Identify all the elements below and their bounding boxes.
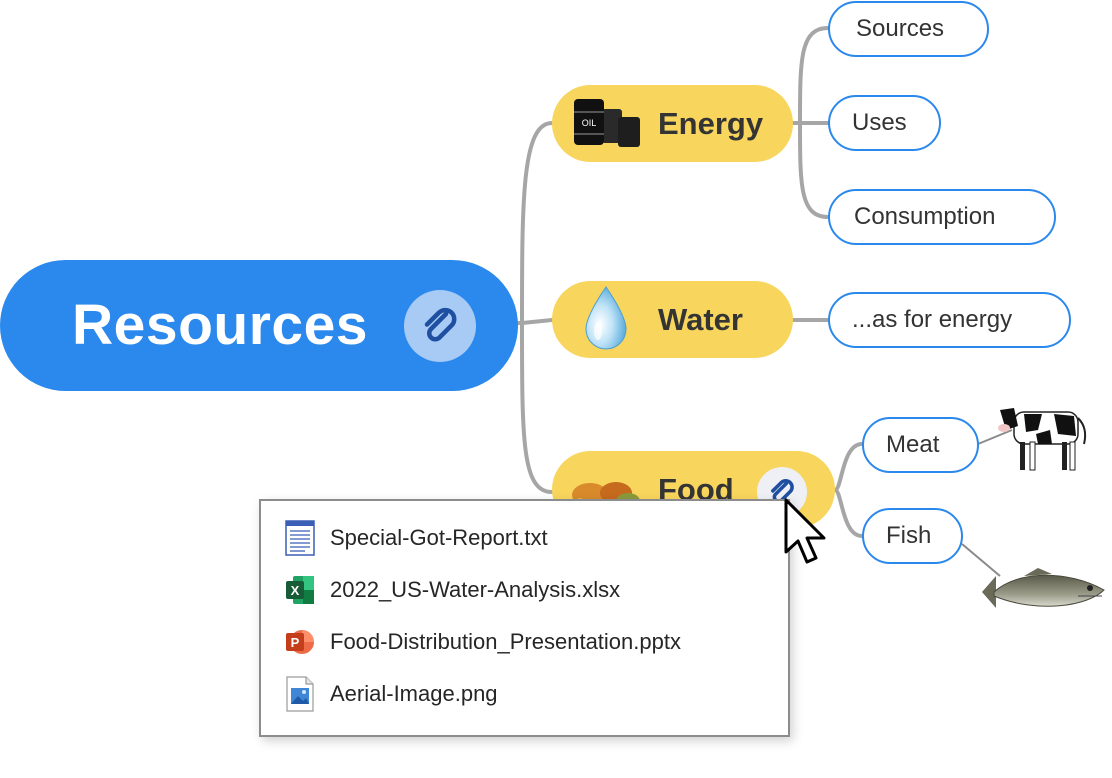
svg-text:X: X xyxy=(291,583,300,598)
attachment-item[interactable]: P Food-Distribution_Presentation.pptx xyxy=(261,616,788,668)
topic-water-label: Water xyxy=(658,302,743,337)
subtopic-label: ...as for energy xyxy=(852,306,1013,333)
attachment-item[interactable]: X 2022_US-Water-Analysis.xlsx xyxy=(261,564,788,616)
subtopic-as-for-energy[interactable]: ...as for energy xyxy=(828,292,1071,348)
subtopic-label: Uses xyxy=(852,109,907,136)
attachment-filename: Food-Distribution_Presentation.pptx xyxy=(330,629,681,654)
attachment-item[interactable]: Aerial-Image.png xyxy=(261,668,788,720)
subtopic-meat[interactable]: Meat xyxy=(862,417,979,473)
subtopic-uses[interactable]: Uses xyxy=(828,95,941,151)
root-topic-label: Resources xyxy=(72,293,368,357)
subtopic-label: Consumption xyxy=(854,203,996,230)
topic-water[interactable]: Water xyxy=(552,281,793,358)
attachment-item[interactable]: Special-Got-Report.txt xyxy=(261,512,788,564)
cow-image xyxy=(998,408,1087,471)
subtopic-sources[interactable]: Sources xyxy=(828,1,989,57)
subtopic-label: Sources xyxy=(856,15,945,42)
subtopic-fish[interactable]: Fish xyxy=(862,508,963,564)
attachments-popup: Special-Got-Report.txt X 2022_US-Water-A… xyxy=(259,499,790,737)
mouse-cursor-icon xyxy=(784,498,826,564)
attachment-filename: Special-Got-Report.txt xyxy=(330,525,548,550)
water-drop-icon xyxy=(585,286,627,350)
fish-image xyxy=(982,568,1105,608)
attachment-filename: 2022_US-Water-Analysis.xlsx xyxy=(330,577,621,602)
svg-text:OIL: OIL xyxy=(582,118,597,128)
subtopic-label: Meat xyxy=(886,431,940,458)
topic-energy-label: Energy xyxy=(658,106,764,141)
subtopic-label: Fish xyxy=(886,522,932,549)
text-document-icon xyxy=(285,520,315,556)
powerpoint-icon: P xyxy=(286,630,314,654)
oil-barrels-icon: OIL xyxy=(574,99,640,147)
root-topic-resources[interactable]: Resources xyxy=(0,260,518,391)
paperclip-icon[interactable] xyxy=(404,290,476,362)
subtopic-consumption[interactable]: Consumption xyxy=(828,189,1056,245)
topic-energy[interactable]: OIL Energy xyxy=(552,85,793,162)
image-file-icon xyxy=(286,676,314,712)
svg-text:P: P xyxy=(291,635,300,650)
excel-icon: X xyxy=(286,576,314,604)
attachment-filename: Aerial-Image.png xyxy=(330,681,498,706)
